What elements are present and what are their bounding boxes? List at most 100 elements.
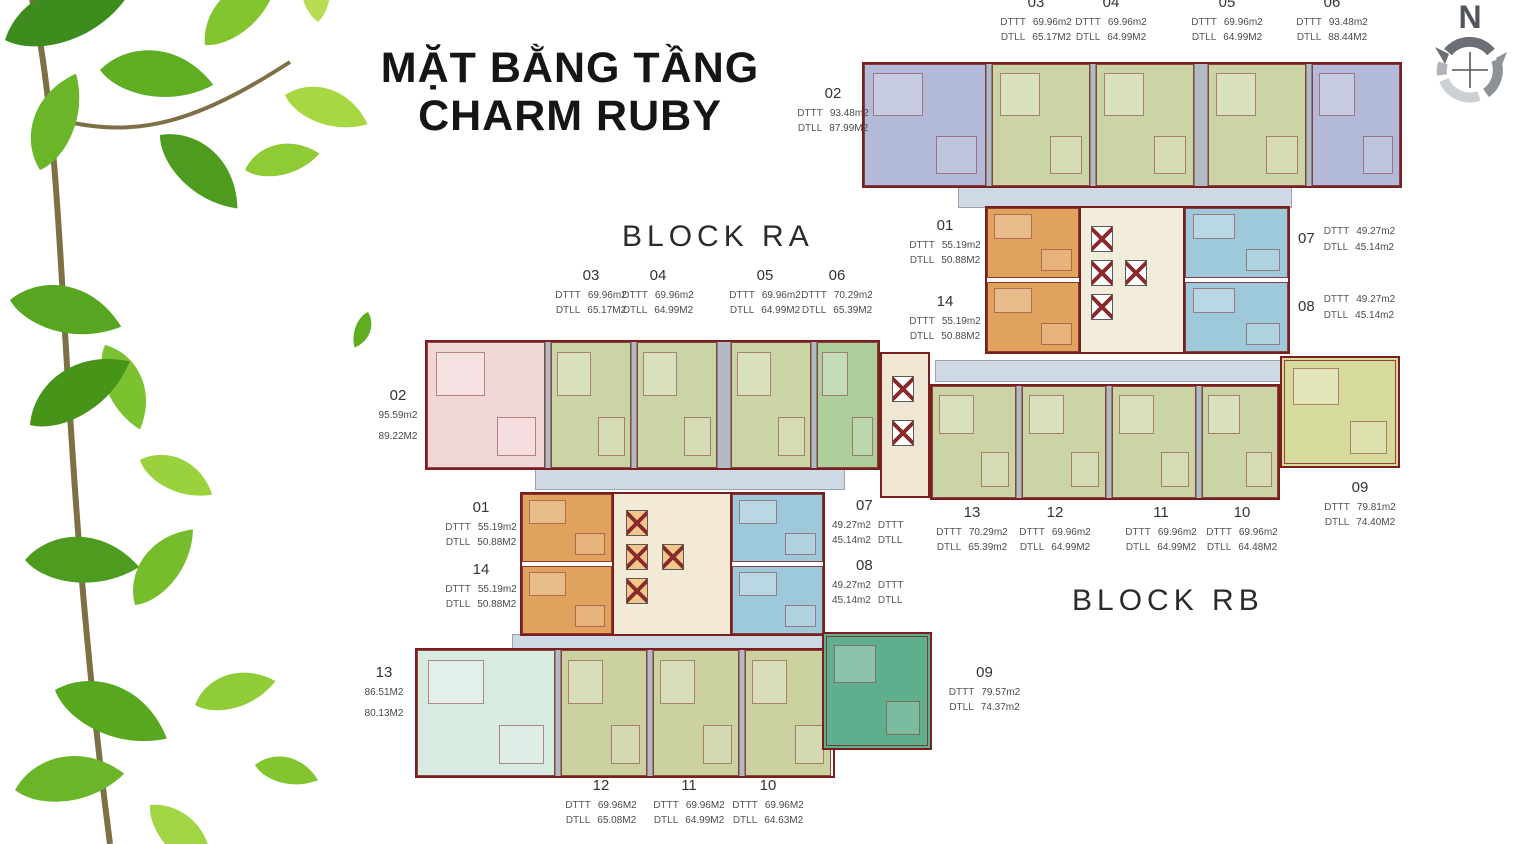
dim-value: 93.48m2 bbox=[1328, 16, 1368, 28]
dim-key: DTLL bbox=[909, 255, 935, 266]
dim-value: 69.96m2 bbox=[1051, 526, 1091, 538]
decorative-leaves bbox=[0, 0, 378, 844]
dim-key: DTLL bbox=[1296, 32, 1322, 43]
unit-number: 12 bbox=[1046, 504, 1064, 521]
unit-number: 04 bbox=[649, 267, 667, 284]
unit-label-ra-02: 02 95.59m2 89.22M2 bbox=[368, 387, 428, 445]
compass-icon: N bbox=[1422, 0, 1519, 112]
block-rb-label: BLOCK RB bbox=[1072, 584, 1264, 617]
unit-ra-10 bbox=[745, 650, 831, 776]
ra-elevator-core bbox=[612, 494, 732, 634]
dim-key: DTTT bbox=[909, 315, 935, 327]
dim-value: 69.96m2 bbox=[761, 289, 801, 301]
ra-stairbox-2 bbox=[626, 544, 648, 570]
dim-value: 69.96M2 bbox=[764, 799, 804, 811]
dim-key: DTTT bbox=[1075, 16, 1101, 28]
rb-bot-sep3 bbox=[1196, 386, 1202, 498]
unit-ra-09 bbox=[826, 636, 928, 746]
dim-value: 65.39M2 bbox=[833, 305, 873, 316]
unit-rb-12 bbox=[1022, 386, 1106, 498]
dim-value: 70.29m2 bbox=[833, 289, 873, 301]
dim-key: DTLL bbox=[1019, 542, 1045, 553]
connector-stairbox-2 bbox=[892, 420, 914, 446]
dim-value: 64.48M2 bbox=[1238, 542, 1278, 553]
unit-ra-08 bbox=[732, 566, 823, 634]
dim-value: 45.14m2 bbox=[1355, 241, 1395, 253]
rb-bot-sep1 bbox=[1016, 386, 1022, 498]
dim-key: DTTT bbox=[1000, 16, 1026, 28]
dim-value: 80.13M2 bbox=[364, 708, 404, 719]
unit-number: 07 bbox=[856, 497, 873, 514]
dim-key: DTTT bbox=[936, 526, 962, 538]
dim-value: 45.14m2 bbox=[832, 595, 871, 606]
dim-key: DTTT bbox=[1206, 526, 1232, 538]
ra-bot-sep3 bbox=[739, 650, 745, 776]
dim-value: 69.96m2 bbox=[654, 289, 694, 301]
dim-value: 64.99M2 bbox=[761, 305, 801, 316]
dim-value: 87.99M2 bbox=[829, 123, 869, 134]
unit-rb-13 bbox=[932, 386, 1016, 498]
dim-key: DTTT bbox=[1191, 16, 1217, 28]
unit-number: 02 bbox=[824, 85, 842, 102]
unit-number: 04 bbox=[1102, 0, 1120, 11]
dim-value: 69.96m2 bbox=[1157, 526, 1197, 538]
dim-value: 55.19m2 bbox=[941, 315, 981, 327]
unit-number: 08 bbox=[856, 557, 873, 574]
unit-number: 06 bbox=[1323, 0, 1341, 11]
dim-key: DTTT bbox=[877, 519, 904, 531]
dim-value: 70.29m2 bbox=[968, 526, 1008, 538]
dim-value: 64.99M2 bbox=[685, 815, 725, 826]
dim-value: 64.99M2 bbox=[1157, 542, 1197, 553]
unit-rb-09 bbox=[1284, 360, 1396, 464]
rb-stairbox-3 bbox=[1091, 294, 1113, 320]
dim-row: 86.51M2 bbox=[352, 685, 416, 701]
unit-number: 02 bbox=[389, 387, 407, 404]
dim-value: 49.27m2 bbox=[832, 519, 871, 531]
dim-value: 69.96M2 bbox=[685, 799, 725, 811]
dim-row: DTTT 55.19m2 bbox=[906, 314, 984, 330]
rb-stairbox-1 bbox=[1091, 226, 1113, 252]
unit-rb-01 bbox=[987, 208, 1079, 278]
dim-value: 55.19m2 bbox=[477, 583, 517, 595]
rb-bot-sep2 bbox=[1106, 386, 1112, 498]
ra-stairbox-1 bbox=[626, 510, 648, 536]
unit-rb-06 bbox=[1312, 64, 1400, 186]
unit-ra-01 bbox=[522, 494, 612, 562]
dim-value: 79.81m2 bbox=[1356, 501, 1396, 513]
unit-number: 09 bbox=[1351, 479, 1369, 496]
unit-number: 11 bbox=[1153, 504, 1169, 521]
dim-key: DTLL bbox=[565, 815, 591, 826]
unit-number: 14 bbox=[936, 293, 954, 310]
dim-value: 55.19m2 bbox=[477, 521, 517, 533]
unit-number: 09 bbox=[976, 664, 993, 681]
rb-top-wing bbox=[862, 62, 1402, 188]
rb-top-sep2 bbox=[1090, 64, 1096, 186]
dim-key: DTLL bbox=[797, 123, 823, 134]
